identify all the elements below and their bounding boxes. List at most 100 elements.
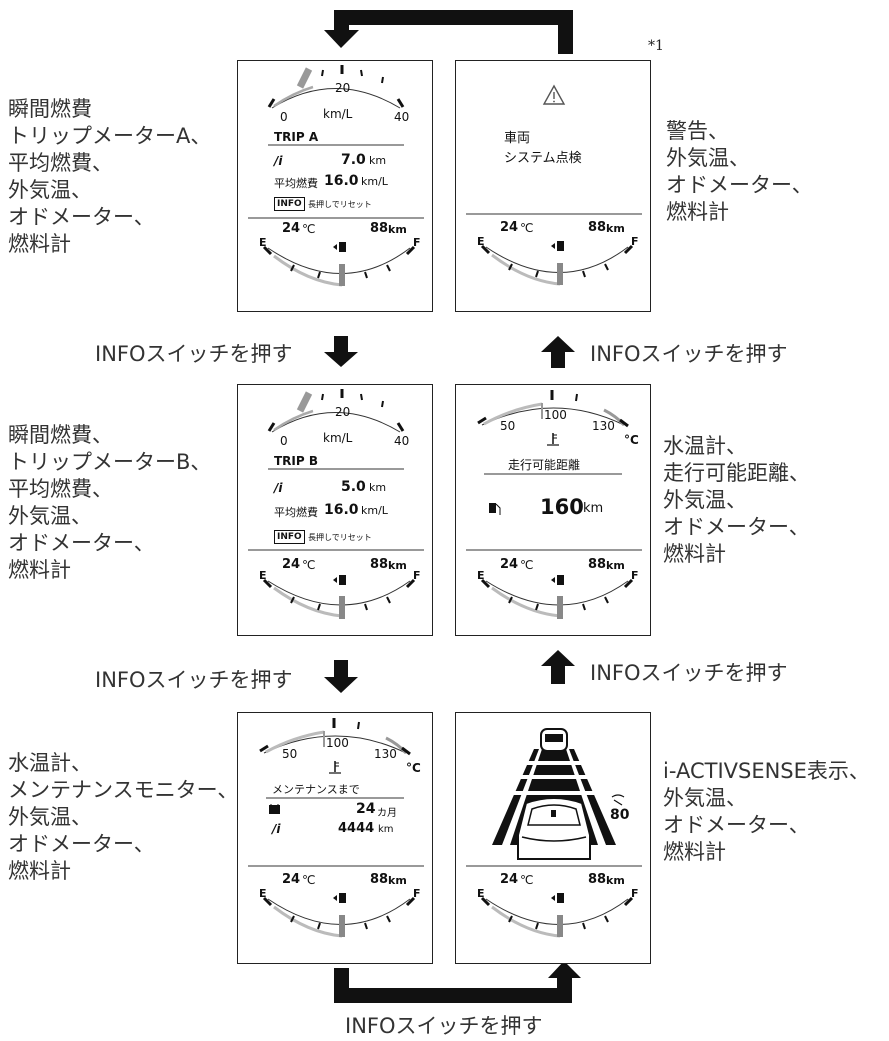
outside-temp: 24 bbox=[282, 557, 301, 572]
wt-low: 50 bbox=[282, 747, 298, 761]
fuel-empty-label: E bbox=[477, 235, 485, 248]
fuel-full-label: F bbox=[631, 887, 639, 900]
caption-range-to-warning: INFOスイッチを押す bbox=[590, 342, 788, 366]
panel-range: 50 100 130 °C 走行可能距離 160 km 24 ℃ 88 km E… bbox=[455, 384, 651, 636]
panel-maintenance-graphics bbox=[248, 718, 424, 938]
trip-a-value: 7.0 bbox=[341, 152, 366, 168]
fe-unit: km/L bbox=[323, 107, 353, 121]
odometer: 88 bbox=[588, 220, 607, 235]
fuel-full-label: F bbox=[631, 235, 639, 248]
maint-km-unit: km bbox=[378, 824, 394, 835]
temp-unit: ℃ bbox=[302, 558, 316, 572]
panel-warning-graphics bbox=[466, 84, 642, 286]
fuel-pump-icon bbox=[333, 242, 346, 252]
odometer: 88 bbox=[370, 872, 389, 887]
fe-unit: km/L bbox=[323, 431, 353, 445]
trip-b-reset-text: 長押しでリセット bbox=[308, 533, 372, 542]
trip-b-value: 5.0 bbox=[341, 479, 366, 495]
desc-range: 水温計、 走行可能距離、 外気温、 オドメーター、 燃料計 bbox=[663, 434, 810, 566]
desc-maintenance: 水温計、 メンテナンスモニター、 外気温、 オドメーター、 燃料計 bbox=[8, 751, 239, 883]
car-ahead-icon bbox=[540, 728, 568, 752]
panel-warning: 車両 システム点検 24 ℃ 88 km E F bbox=[455, 60, 651, 312]
trip-a-unit: km bbox=[369, 154, 387, 167]
footnote-mark: *1 bbox=[648, 38, 664, 54]
own-car-icon bbox=[517, 797, 591, 860]
odometer-unit: km bbox=[606, 559, 625, 572]
trip-a-title: TRIP A bbox=[274, 130, 319, 144]
fuel-empty-label: E bbox=[477, 569, 485, 582]
set-speed: 80 bbox=[610, 807, 630, 823]
temp-unit: ℃ bbox=[520, 873, 534, 887]
panel-activsense-graphics bbox=[466, 728, 642, 938]
info-button-label: INFO bbox=[274, 530, 305, 544]
fuel-full-label: F bbox=[413, 569, 421, 582]
calendar-icon bbox=[269, 804, 280, 814]
odometer-unit: km bbox=[388, 559, 407, 572]
fe-max: 40 bbox=[394, 110, 410, 124]
fuel-pump-icon bbox=[551, 893, 564, 903]
temp-unit: ℃ bbox=[520, 558, 534, 572]
fuel-full-label: F bbox=[631, 569, 639, 582]
distance-icon bbox=[611, 794, 625, 806]
trip-b-unit: km bbox=[369, 481, 387, 494]
caption-maint-to-active: INFOスイッチを押す bbox=[345, 1014, 543, 1038]
trip-a-avg-value: 16.0 bbox=[324, 173, 359, 189]
range-label: 走行可能距離 bbox=[508, 458, 581, 472]
warning-triangle-icon bbox=[542, 84, 566, 105]
fuel-pump-icon bbox=[551, 241, 564, 251]
temp-unit: ℃ bbox=[302, 873, 316, 887]
maint-label: メンテナンスまで bbox=[272, 783, 360, 796]
fuel-full-label: F bbox=[413, 236, 421, 249]
odometer-unit: km bbox=[606, 874, 625, 887]
fuel-empty-label: E bbox=[259, 569, 267, 582]
trip-a-avg-unit: km/L bbox=[361, 175, 388, 188]
caption-a-to-b: INFOスイッチを押す bbox=[95, 342, 293, 366]
up-arrow-1 bbox=[541, 336, 575, 368]
coolant-temp-icon bbox=[547, 433, 559, 446]
desc-activsense: i-ACTIVSENSE表示、 外気温、 オドメーター、 燃料計 bbox=[663, 759, 870, 864]
wt-mid: 100 bbox=[326, 736, 349, 750]
range-unit: km bbox=[583, 501, 604, 516]
trip-icon: /i bbox=[274, 481, 283, 495]
down-arrow-1 bbox=[324, 336, 358, 367]
odometer-unit: km bbox=[606, 222, 625, 235]
trip-a-avg-label: 平均燃費 bbox=[274, 177, 318, 190]
wt-unit: °C bbox=[624, 433, 639, 447]
up-arrow-2 bbox=[541, 650, 575, 684]
panel-trip-b-graphics bbox=[248, 389, 424, 619]
odometer-unit: km bbox=[388, 874, 407, 887]
desc-trip-a: 瞬間燃費 トリップメーターA、 平均燃費、 外気温、 オドメーター、 燃料計 bbox=[8, 97, 212, 256]
outside-temp: 24 bbox=[500, 557, 519, 572]
info-button-label: INFO bbox=[274, 197, 305, 211]
odometer: 88 bbox=[370, 557, 389, 572]
wt-high: 130 bbox=[374, 747, 397, 761]
odometer-unit: km bbox=[388, 223, 407, 236]
coolant-temp-icon bbox=[329, 761, 341, 774]
loop-arrow-top bbox=[324, 10, 573, 54]
fuel-pump-icon bbox=[333, 575, 346, 585]
odometer: 88 bbox=[588, 557, 607, 572]
desc-warning: 警告、 外気温、 オドメーター、 燃料計 bbox=[666, 119, 813, 224]
fe-mid: 20 bbox=[335, 405, 351, 419]
down-arrow-2 bbox=[324, 660, 358, 693]
panel-trip-b: 0 20 40 km/L TRIP B /i 5.0 km 平均燃費 16.0 … bbox=[237, 384, 433, 636]
panel-range-graphics bbox=[466, 390, 642, 619]
maint-months-value: 24 bbox=[356, 801, 376, 817]
fuel-pump-icon bbox=[333, 893, 346, 903]
trip-icon: /i bbox=[272, 822, 281, 836]
temp-unit: ℃ bbox=[520, 221, 534, 235]
fe-min: 0 bbox=[280, 110, 288, 124]
desc-trip-b: 瞬間燃費、 トリップメーターB、 平均燃費、 外気温、 オドメーター、 燃料計 bbox=[8, 423, 212, 582]
outside-temp: 24 bbox=[282, 872, 301, 887]
fuel-pump-small-icon bbox=[489, 503, 501, 515]
fe-min: 0 bbox=[280, 434, 288, 448]
trip-icon: /i bbox=[274, 154, 283, 168]
outside-temp: 24 bbox=[500, 872, 519, 887]
trip-b-avg-label: 平均燃費 bbox=[274, 506, 318, 519]
odometer: 88 bbox=[588, 872, 607, 887]
trip-a-reset-text: 長押しでリセット bbox=[308, 200, 372, 209]
fe-max: 40 bbox=[394, 434, 410, 448]
odometer: 88 bbox=[370, 221, 389, 236]
panel-maintenance: 50 100 130 °C メンテナンスまで 24 カ月 /i 4444 km … bbox=[237, 712, 433, 964]
